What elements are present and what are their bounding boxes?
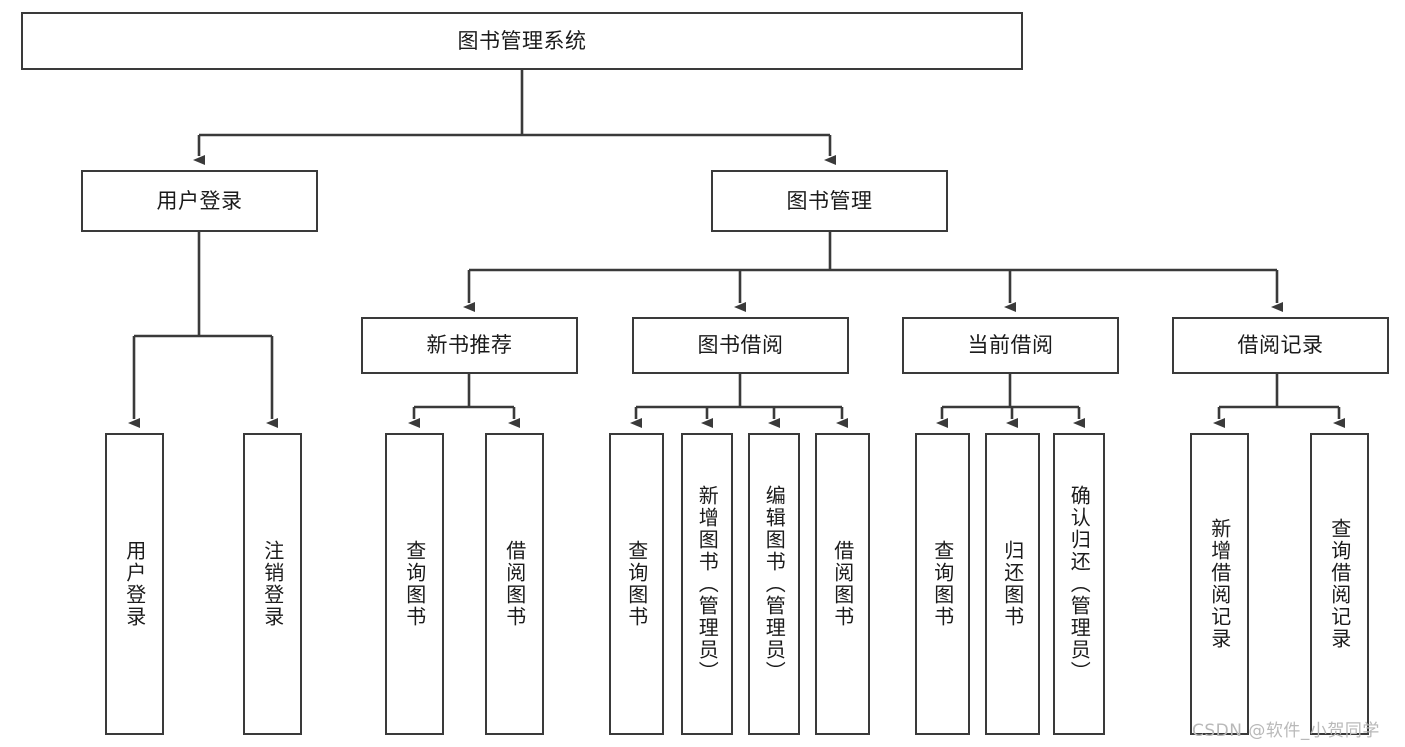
csdn-watermark: CSDN @软件_小贺同学	[1192, 721, 1380, 741]
node-leaf-logout-label: 注销登录	[260, 540, 285, 628]
node-leaf-borrow-book-recommend[interactable]: 借阅图书	[485, 433, 544, 735]
node-borrow-record-label: 借阅记录	[1237, 333, 1324, 358]
node-leaf-confirm-return[interactable]: 确认归还（管理员）	[1053, 433, 1105, 735]
node-leaf-query-book-recommend[interactable]: 查询图书	[385, 433, 444, 735]
node-leaf-add-borrow-record-label: 新增借阅记录	[1207, 518, 1232, 650]
node-new-book-recommend-label: 新书推荐	[426, 333, 513, 358]
node-user-login[interactable]: 用户登录	[81, 170, 318, 232]
node-book-borrow-label: 图书借阅	[697, 333, 784, 358]
node-current-borrow-label: 当前借阅	[967, 333, 1054, 358]
node-root-label: 图书管理系统	[457, 28, 587, 53]
node-user-login-label: 用户登录	[156, 188, 243, 213]
node-borrow-record[interactable]: 借阅记录	[1172, 317, 1389, 374]
node-leaf-borrow-book[interactable]: 借阅图书	[815, 433, 870, 735]
node-leaf-user-login[interactable]: 用户登录	[105, 433, 164, 735]
node-leaf-query-book-current-label: 查询图书	[930, 540, 955, 628]
node-leaf-logout[interactable]: 注销登录	[243, 433, 302, 735]
node-current-borrow[interactable]: 当前借阅	[902, 317, 1119, 374]
node-leaf-query-borrow-record-label: 查询借阅记录	[1327, 518, 1352, 650]
node-book-borrow[interactable]: 图书借阅	[632, 317, 849, 374]
node-leaf-return-book[interactable]: 归还图书	[985, 433, 1040, 735]
node-leaf-user-login-label: 用户登录	[122, 540, 147, 628]
node-leaf-query-book-current[interactable]: 查询图书	[915, 433, 970, 735]
node-leaf-add-book[interactable]: 新增图书（管理员）	[681, 433, 733, 735]
node-leaf-confirm-return-label: 确认归还（管理员）	[1067, 485, 1092, 683]
node-root[interactable]: 图书管理系统	[21, 12, 1023, 70]
node-book-management-label: 图书管理	[786, 188, 873, 213]
node-book-management[interactable]: 图书管理	[711, 170, 948, 232]
node-leaf-borrow-book-recommend-label: 借阅图书	[502, 540, 527, 628]
node-leaf-borrow-book-label: 借阅图书	[830, 540, 855, 628]
node-leaf-query-book-borrow-label: 查询图书	[624, 540, 649, 628]
node-leaf-add-book-label: 新增图书（管理员）	[695, 485, 720, 683]
node-leaf-edit-book-label: 编辑图书（管理员）	[762, 485, 787, 683]
node-leaf-query-book-borrow[interactable]: 查询图书	[609, 433, 664, 735]
node-leaf-edit-book[interactable]: 编辑图书（管理员）	[748, 433, 800, 735]
node-new-book-recommend[interactable]: 新书推荐	[361, 317, 578, 374]
node-leaf-query-borrow-record[interactable]: 查询借阅记录	[1310, 433, 1369, 735]
node-leaf-query-book-recommend-label: 查询图书	[402, 540, 427, 628]
node-leaf-return-book-label: 归还图书	[1000, 540, 1025, 628]
node-leaf-add-borrow-record[interactable]: 新增借阅记录	[1190, 433, 1249, 735]
